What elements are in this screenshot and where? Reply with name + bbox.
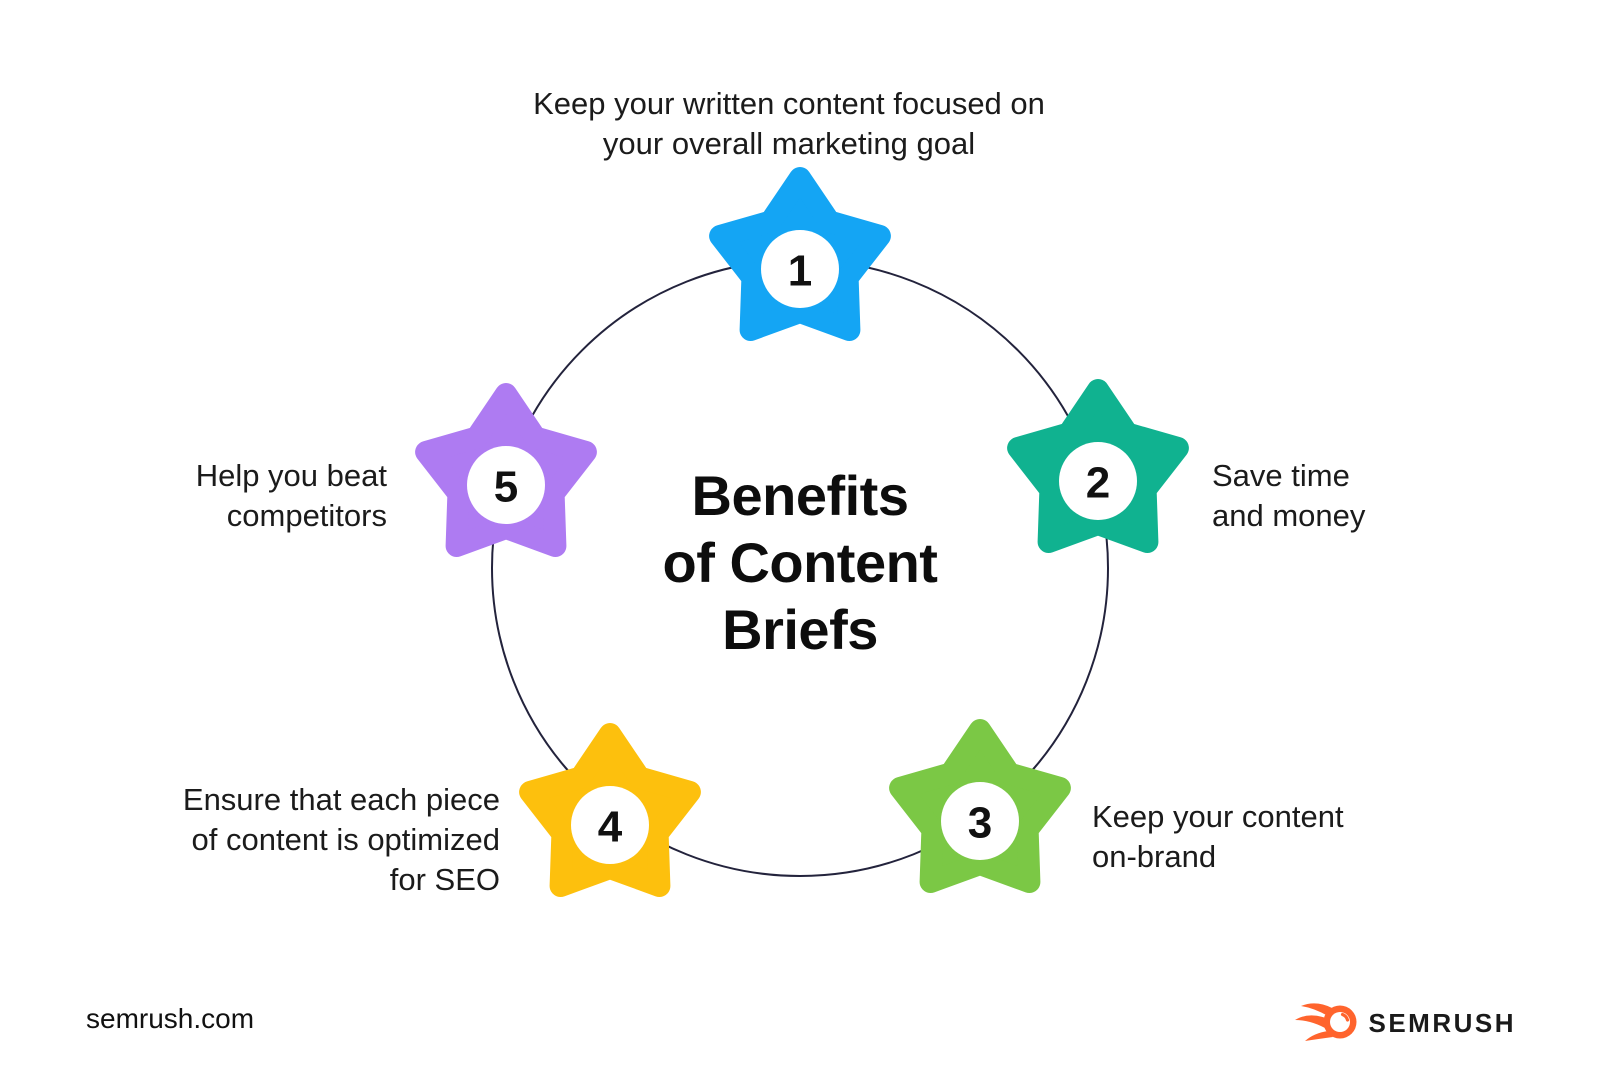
benefit-label-4: Ensure that each piece of content is opt… — [182, 782, 500, 897]
benefit-star-1: 1 — [709, 167, 891, 341]
benefit-star-4: 4 — [519, 723, 701, 897]
benefit-star-2: 2 — [1007, 379, 1189, 553]
star-number-badge-3 — [941, 782, 1019, 860]
flame-glyph — [1295, 1003, 1357, 1041]
star-number-badge-2 — [1059, 442, 1137, 520]
benefit-label-1: Keep your written content focused on you… — [533, 86, 1045, 161]
benefit-star-5: 5 — [415, 383, 597, 557]
brand-wordmark: SEMRUSH — [1368, 1007, 1516, 1038]
star-number-badge-1 — [761, 230, 839, 308]
benefit-label-5: Help you beat competitors — [195, 458, 387, 533]
benefit-label-2: Save time and money — [1212, 458, 1366, 533]
benefit-star-3: 3 — [889, 719, 1071, 893]
semrush-flame-icon — [1295, 1003, 1357, 1041]
diagram-title: Benefits of Content Briefs — [662, 464, 938, 661]
star-number-1: 1 — [788, 247, 812, 296]
star-number-badge-4 — [571, 786, 649, 864]
brand-logo: SEMRUSH — [1294, 996, 1516, 1048]
star-number-4: 4 — [598, 803, 623, 852]
star-number-5: 5 — [494, 463, 518, 512]
star-number-badge-5 — [467, 446, 545, 524]
star-number-3: 3 — [968, 799, 992, 848]
star-number-2: 2 — [1086, 459, 1110, 508]
benefit-label-3: Keep your content on-brand — [1092, 799, 1344, 874]
site-url: semrush.com — [86, 1003, 255, 1034]
